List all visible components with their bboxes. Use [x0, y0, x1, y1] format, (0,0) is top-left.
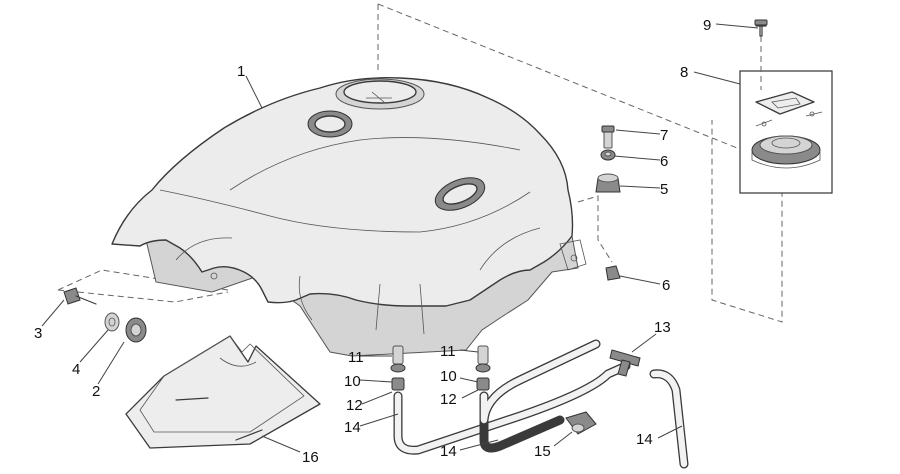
- callout-9: 9: [703, 17, 711, 34]
- callout-13: 13: [654, 319, 671, 336]
- callout-16: 16: [302, 449, 319, 466]
- callout-4: 4: [72, 361, 80, 378]
- callout-labels: 1 2 3 4 5 6 6 7 8 9 10 10 11 11 12 12 13…: [34, 17, 711, 466]
- callout-14-right: 14: [636, 431, 653, 448]
- callout-12-right: 12: [440, 391, 457, 408]
- washer-4: [104, 312, 120, 332]
- cap-assembly-frame: [739, 70, 833, 194]
- callout-14-left: 14: [344, 419, 361, 436]
- callout-15: 15: [534, 443, 551, 460]
- callout-12-left: 12: [346, 397, 363, 414]
- screw-7: [603, 129, 613, 149]
- callout-10-right: 10: [440, 368, 457, 385]
- callout-11-left: 11: [348, 349, 364, 366]
- leader-lines: [41, 23, 759, 453]
- callout-8: 8: [680, 64, 688, 81]
- fuel-tank: [111, 77, 587, 357]
- callout-6-clip: 6: [662, 277, 670, 294]
- rubber-pad: [125, 335, 321, 449]
- filler-cap-assembly: [739, 19, 833, 194]
- bolt-3: [63, 287, 81, 305]
- callout-14-middle: 14: [440, 443, 457, 460]
- clip-6: [605, 265, 621, 281]
- callout-5: 5: [660, 181, 668, 198]
- callout-7: 7: [660, 127, 668, 144]
- callout-1: 1: [237, 63, 245, 80]
- callout-6-washer: 6: [660, 153, 668, 170]
- callout-3: 3: [34, 325, 42, 342]
- mounting-hardware: [595, 125, 621, 281]
- callout-10-left: 10: [344, 373, 361, 390]
- fuel-hoses: [393, 339, 689, 469]
- callout-2: 2: [92, 383, 100, 400]
- hose-fittings: [390, 345, 491, 391]
- callout-11-right: 11: [440, 343, 456, 360]
- left-fixings: [63, 287, 147, 343]
